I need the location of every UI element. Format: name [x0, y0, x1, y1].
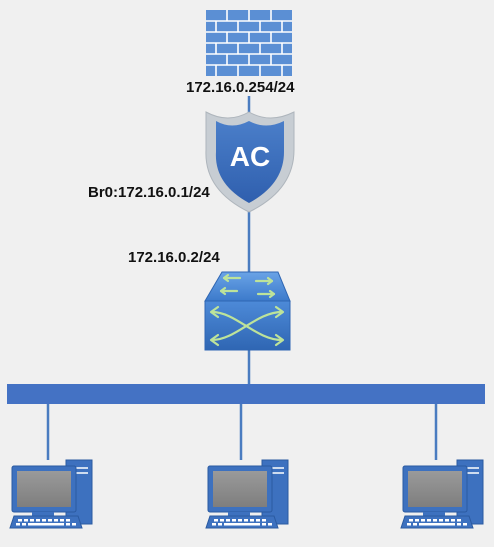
desktop-pc-icon [205, 459, 289, 529]
brick-wall-firewall-icon [206, 10, 292, 76]
layer3-switch-icon [204, 271, 291, 351]
links [46, 96, 438, 460]
desktop-pc-icon [400, 459, 484, 529]
switch-ip-label: 172.16.0.2/24 [128, 249, 220, 266]
shield-ac-icon: AC [205, 111, 295, 213]
ac-label: AC [230, 141, 270, 172]
ac-ip-label: Br0:172.16.0.1/24 [88, 184, 210, 201]
lan-bus [7, 384, 485, 404]
desktop-pc-icon [9, 459, 93, 529]
firewall-ip-label: 172.16.0.254/24 [186, 79, 295, 96]
